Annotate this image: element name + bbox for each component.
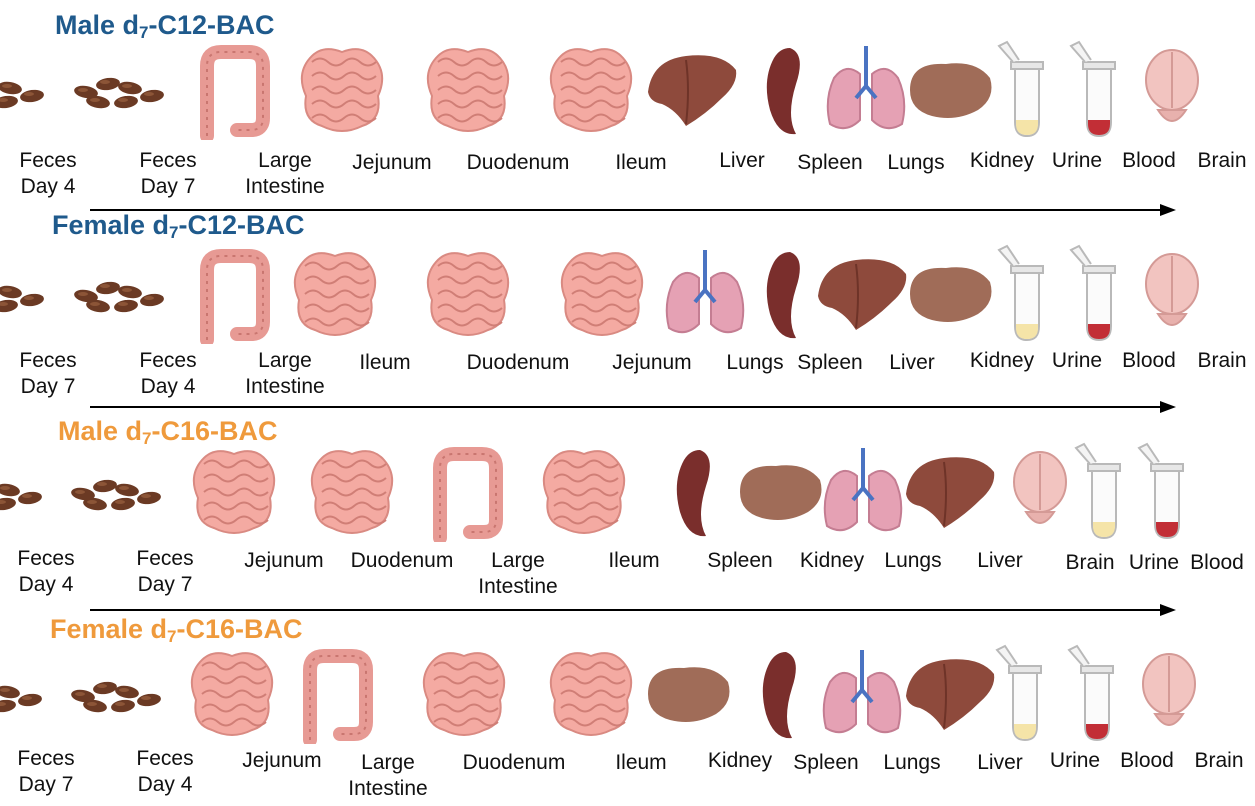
small-intestine-icon: [418, 40, 518, 140]
organ-label: Brain: [1140, 148, 1255, 174]
lungs-icon: [812, 644, 912, 744]
organ-label: Brain: [1140, 348, 1255, 374]
organ-item: Brain: [1160, 200, 1255, 400]
small-intestine-icon: [285, 244, 385, 344]
feces-icon: [65, 442, 165, 542]
liver-icon: [900, 442, 1000, 542]
feces-icon: [68, 40, 168, 140]
organ-label: Blood: [1135, 550, 1255, 576]
large-intestine-icon: [185, 40, 285, 140]
small-intestine-icon: [541, 40, 641, 140]
spleen-icon: [640, 442, 740, 542]
organ-item: Brain: [1157, 600, 1255, 800]
large-intestine-icon: [185, 244, 285, 344]
kidney-icon: [640, 644, 740, 744]
organ-item: Brain: [1160, 0, 1255, 200]
spleen-icon: [730, 40, 830, 140]
brain-icon: [1122, 244, 1222, 344]
small-intestine-icon: [302, 442, 402, 542]
feces-icon: [65, 644, 165, 744]
brain-icon: [1122, 40, 1222, 140]
small-intestine-icon: [414, 644, 514, 744]
small-intestine-icon: [184, 442, 284, 542]
small-intestine-icon: [292, 40, 392, 140]
large-intestine-icon: [418, 442, 518, 542]
feces-icon: [0, 244, 48, 344]
lungs-icon: [813, 442, 913, 542]
brain-icon: [1119, 644, 1219, 744]
feces-icon: [68, 244, 168, 344]
spleen-icon: [726, 644, 826, 744]
small-intestine-icon: [182, 644, 282, 744]
feces-icon: [0, 442, 46, 542]
organ-item: Blood: [1155, 400, 1255, 600]
small-intestine-icon: [418, 244, 518, 344]
liver-icon: [642, 40, 742, 140]
organ-label: Brain: [1137, 748, 1255, 774]
lungs-icon: [816, 40, 916, 140]
feces-icon: [0, 40, 48, 140]
small-intestine-icon: [541, 644, 641, 744]
blood-tube-icon: [1117, 442, 1217, 542]
feces-icon: [0, 644, 46, 744]
liver-icon: [812, 244, 912, 344]
small-intestine-icon: [552, 244, 652, 344]
large-intestine-icon: [288, 644, 388, 744]
small-intestine-icon: [534, 442, 634, 542]
